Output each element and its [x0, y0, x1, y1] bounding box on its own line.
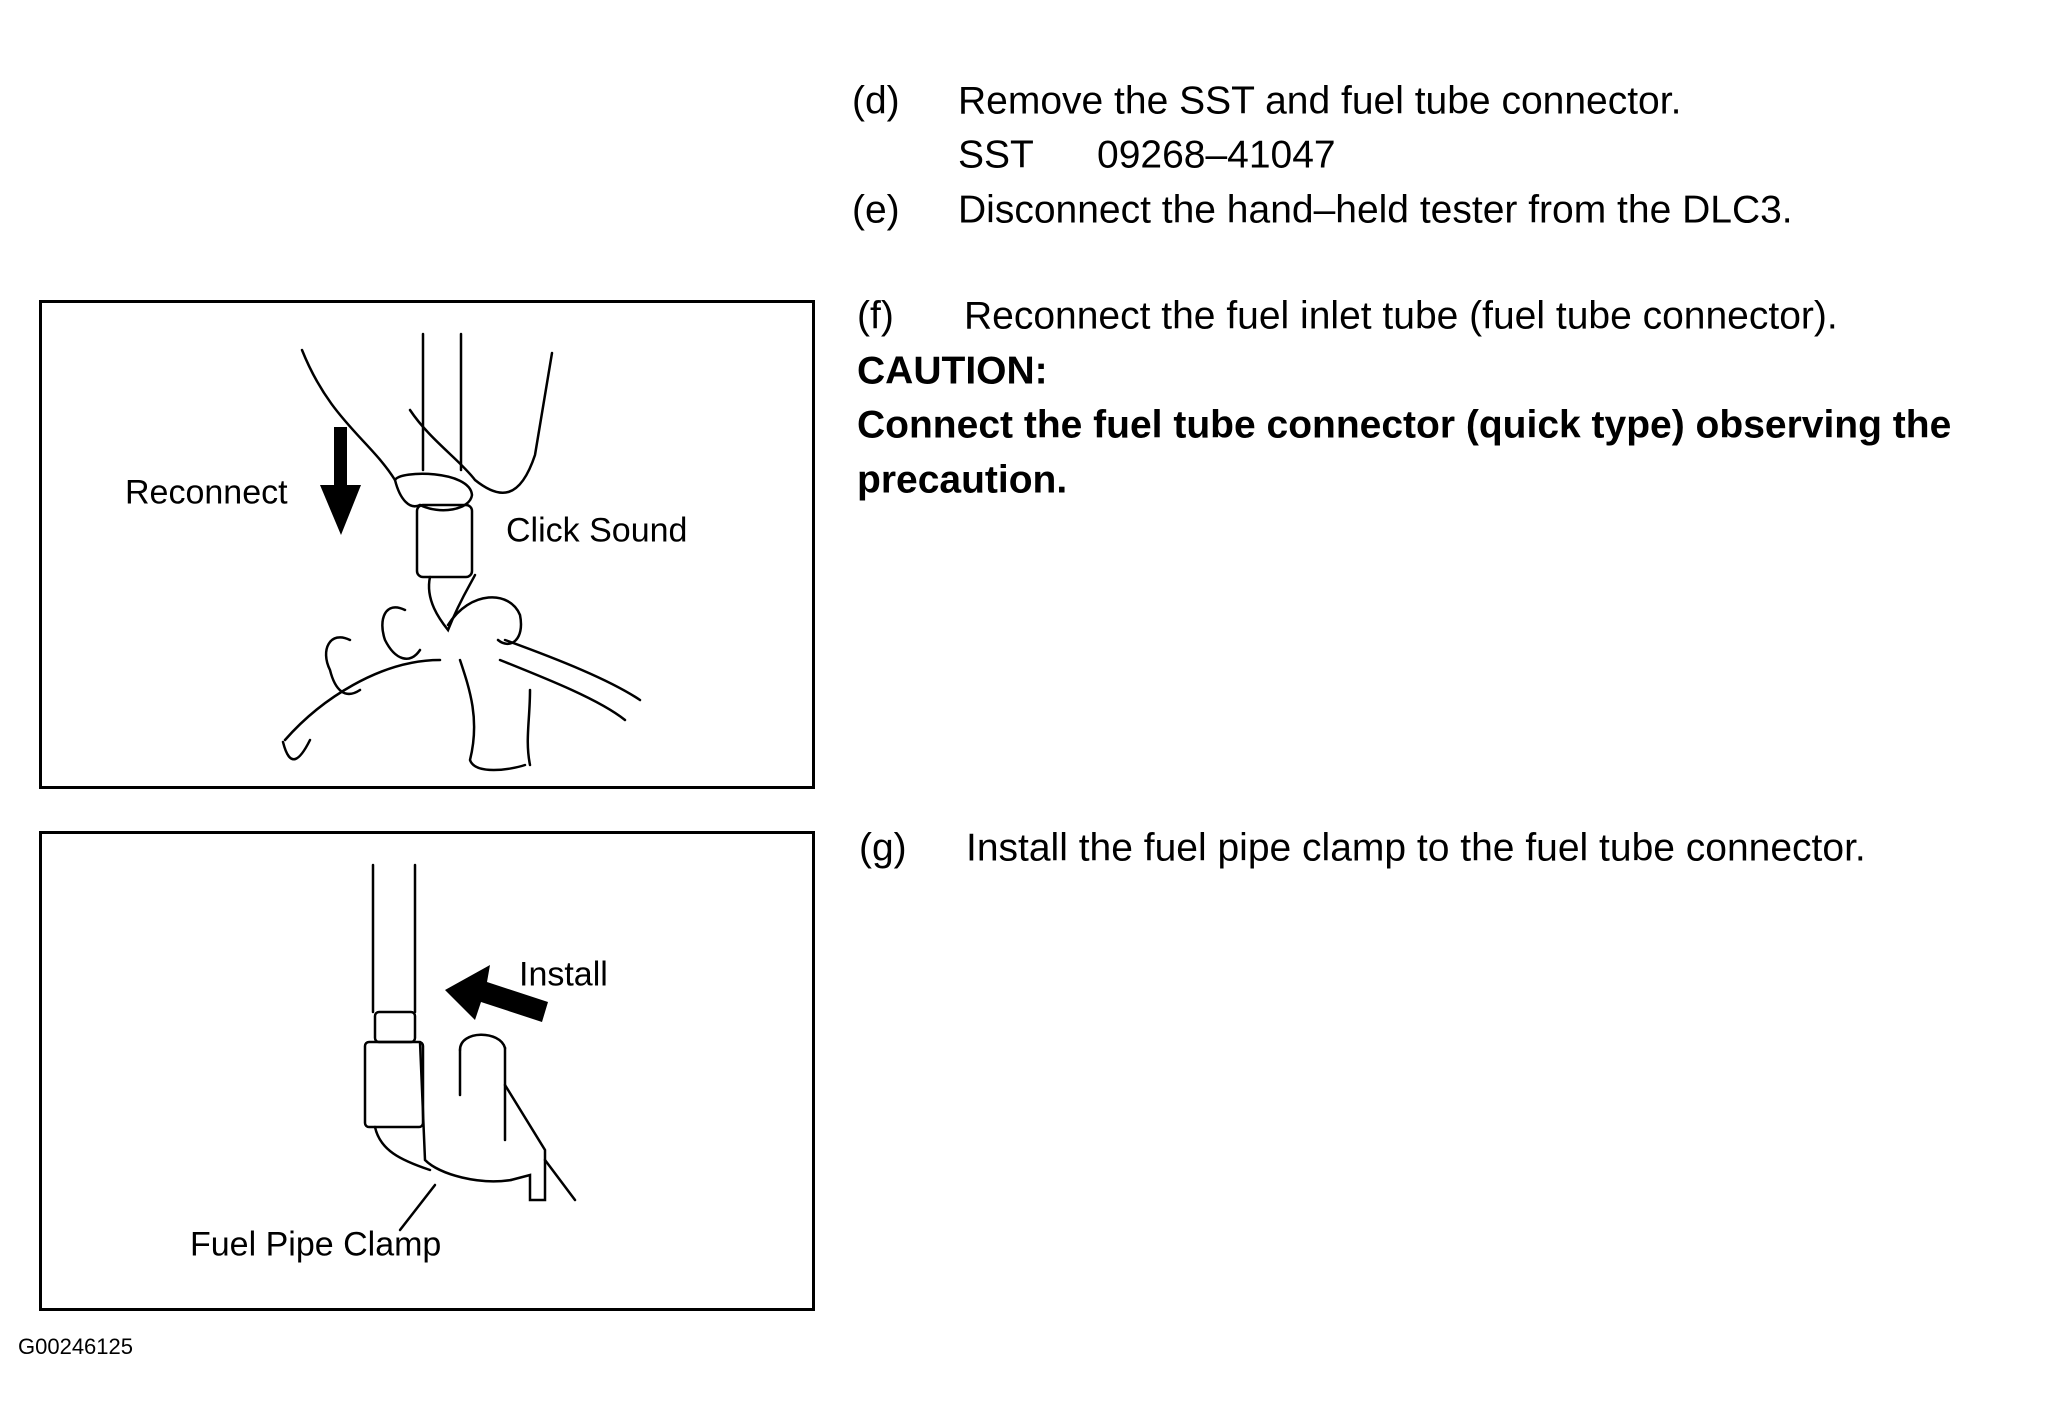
step-f-text: Reconnect the fuel inlet tube (fuel tube…	[964, 294, 1838, 338]
step-d-label: (d)	[852, 79, 900, 123]
install-arrow-icon	[445, 965, 548, 1022]
sst-number: 09268–41047	[1097, 133, 1336, 177]
reconnect-label: Reconnect	[125, 473, 288, 512]
caution-line-2: precaution.	[857, 458, 1068, 502]
figure-install-frame	[39, 831, 815, 1311]
fuel-pipe-clamp-label: Fuel Pipe Clamp	[190, 1225, 442, 1264]
step-d-text: Remove the SST and fuel tube connector.	[958, 79, 1682, 123]
step-g-text: Install the fuel pipe clamp to the fuel …	[966, 826, 1866, 870]
caution-line-1: Connect the fuel tube connector (quick t…	[857, 403, 1952, 447]
step-e-text: Disconnect the hand–held tester from the…	[958, 188, 1793, 232]
install-label: Install	[519, 955, 608, 994]
sst-label: SST	[958, 133, 1034, 177]
figure-id: G00246125	[18, 1334, 133, 1359]
install-illustration	[363, 863, 577, 1232]
reconnect-illustration	[281, 332, 642, 772]
step-g-label: (g)	[859, 826, 907, 870]
step-f-label: (f)	[857, 294, 894, 338]
step-e-label: (e)	[852, 188, 900, 232]
figure-reconnect-frame	[39, 300, 815, 789]
click-sound-label: Click Sound	[506, 511, 688, 550]
down-arrow-icon	[320, 427, 361, 535]
caution-title: CAUTION:	[857, 349, 1048, 393]
